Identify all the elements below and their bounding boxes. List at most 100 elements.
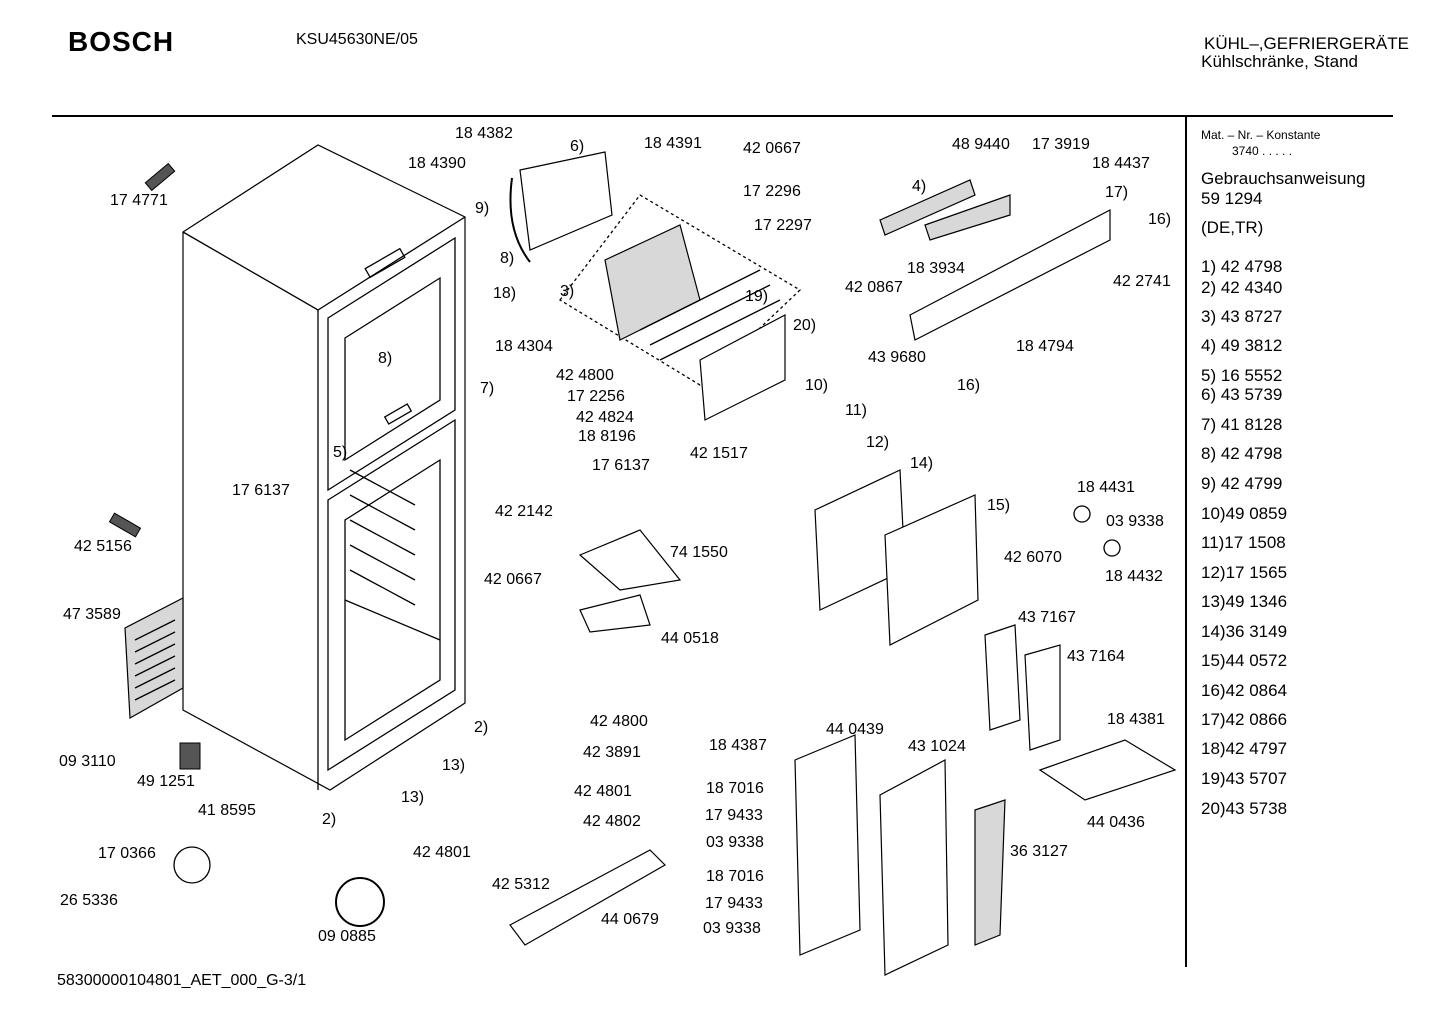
callout-19: 19) bbox=[745, 288, 769, 305]
power-cord bbox=[335, 877, 385, 927]
callout-420867: 42 0867 bbox=[845, 279, 903, 296]
callout-184432: 18 4432 bbox=[1105, 568, 1163, 585]
callout-184381: 18 4381 bbox=[1107, 711, 1165, 728]
callout-090885: 09 0885 bbox=[318, 928, 376, 945]
callout-11: 11) bbox=[845, 402, 867, 419]
callout-440439: 44 0439 bbox=[826, 721, 884, 738]
callout-039338a: 03 9338 bbox=[1106, 513, 1164, 530]
callout-424800b: 42 4800 bbox=[590, 713, 648, 730]
part-list-item: 16)42 0864 bbox=[1201, 681, 1288, 700]
mat-value: 3740 . . . . . bbox=[1232, 144, 1293, 158]
header-divider bbox=[52, 115, 1393, 117]
callout-440436: 44 0436 bbox=[1087, 814, 1145, 831]
cable bbox=[509, 177, 531, 263]
callout-425312: 42 5312 bbox=[492, 876, 550, 893]
callout-12: 12) bbox=[866, 434, 890, 451]
part-list-item: 11)17 1508 bbox=[1201, 533, 1286, 552]
callout-039338b: 03 9338 bbox=[706, 834, 764, 851]
part-list-item: 12)17 1565 bbox=[1201, 563, 1288, 582]
callout-184437: 18 4437 bbox=[1092, 155, 1150, 172]
callout-489440: 48 9440 bbox=[952, 136, 1010, 153]
callout-424824: 42 4824 bbox=[576, 409, 634, 426]
callout-2b: 2) bbox=[322, 811, 337, 828]
callout-422142: 42 2142 bbox=[495, 503, 553, 520]
callout-172296: 17 2296 bbox=[743, 183, 801, 200]
callout-176137a: 17 6137 bbox=[592, 457, 650, 474]
callout-093110: 09 3110 bbox=[59, 753, 116, 770]
callout-422741: 42 2741 bbox=[1113, 273, 1171, 290]
document-code: 58300000104801_AET_000_G-3/1 bbox=[57, 972, 307, 989]
callout-13a: 13) bbox=[442, 757, 466, 774]
callout-424802: 42 4802 bbox=[583, 813, 641, 830]
callout-418595: 41 8595 bbox=[198, 802, 256, 819]
callout-423891: 42 3891 bbox=[583, 744, 641, 761]
callout-431024: 43 1024 bbox=[908, 738, 966, 755]
bottle-holder-1 bbox=[984, 624, 1021, 731]
callout-437167: 43 7167 bbox=[1018, 609, 1076, 626]
callout-4: 4) bbox=[912, 178, 927, 195]
electronics-module bbox=[879, 179, 976, 236]
part-list-item: 3) 43 8727 bbox=[1201, 307, 1283, 326]
part-list-item: 2) 42 4340 bbox=[1201, 278, 1283, 297]
callout-473589: 47 3589 bbox=[63, 606, 121, 623]
callout-439680: 43 9680 bbox=[868, 349, 926, 366]
callout-265336: 26 5336 bbox=[60, 892, 118, 909]
clip-ring-2 bbox=[1103, 539, 1121, 557]
part-list-item: 17)42 0866 bbox=[1201, 710, 1288, 729]
callout-184304: 18 4304 bbox=[495, 338, 553, 355]
callout-20: 20) bbox=[793, 317, 817, 334]
callout-8a: 8) bbox=[500, 250, 515, 267]
brand-logo: BOSCH bbox=[68, 26, 175, 57]
control-panel-housing bbox=[909, 209, 1111, 341]
callout-491251: 49 1251 bbox=[137, 773, 195, 790]
callout-5: 5) bbox=[333, 444, 348, 461]
callout-420667: 42 0667 bbox=[743, 140, 801, 157]
callout-424801a: 42 4801 bbox=[413, 844, 471, 861]
callout-2a: 2) bbox=[474, 719, 489, 736]
top-cover bbox=[519, 151, 613, 251]
mat-header: Mat. – Nr. – Konstante bbox=[1201, 128, 1321, 142]
manual-number: 59 1294 bbox=[1201, 189, 1263, 208]
filter-cartridge bbox=[144, 162, 176, 192]
part-list-item: 6) 43 5739 bbox=[1201, 385, 1283, 404]
callout-179433b: 17 9433 bbox=[705, 895, 763, 912]
callout-179433a: 17 9433 bbox=[705, 807, 763, 824]
fridge-cabinet bbox=[182, 144, 466, 791]
condenser-grille bbox=[124, 597, 184, 719]
callout-13b: 13) bbox=[401, 789, 425, 806]
part-list-item: 10)49 0859 bbox=[1201, 504, 1288, 523]
callout-184794: 18 4794 bbox=[1016, 338, 1074, 355]
part-list-item: 4) 49 3812 bbox=[1201, 336, 1283, 355]
callout-187016a: 18 7016 bbox=[706, 780, 764, 797]
part-list-item: 5) 16 5552 bbox=[1201, 366, 1283, 385]
door-rack-right bbox=[879, 759, 949, 976]
callout-440679: 44 0679 bbox=[601, 911, 659, 928]
part-list-item: 7) 41 8128 bbox=[1201, 415, 1283, 434]
model-number: KSU45630NE/05 bbox=[296, 31, 418, 48]
callout-184387: 18 4387 bbox=[709, 737, 767, 754]
callout-184382: 18 4382 bbox=[455, 125, 513, 142]
callout-172297: 17 2297 bbox=[754, 217, 812, 234]
category-subtitle: Kühlschränke, Stand bbox=[1201, 52, 1358, 71]
bracket-upper bbox=[578, 529, 682, 591]
callout-18: 18) bbox=[493, 285, 517, 302]
callout-426070: 42 6070 bbox=[1004, 549, 1062, 566]
bracket-lower bbox=[579, 594, 651, 633]
relay-box bbox=[179, 742, 201, 770]
fan-blade bbox=[173, 846, 211, 884]
callout-16a: 16) bbox=[1148, 211, 1172, 228]
part-list-item: 1) 42 4798 bbox=[1201, 257, 1283, 276]
callout-172256: 17 2256 bbox=[567, 388, 625, 405]
rear-panel bbox=[884, 494, 979, 646]
callout-7: 7) bbox=[480, 380, 495, 397]
callout-10: 10) bbox=[805, 377, 829, 394]
callout-9: 9) bbox=[475, 200, 490, 217]
sliding-cover bbox=[974, 799, 1006, 946]
callout-16b: 16) bbox=[957, 377, 981, 394]
callout-170366: 17 0366 bbox=[98, 845, 156, 862]
callout-440518: 44 0518 bbox=[661, 630, 719, 647]
callout-741550: 74 1550 bbox=[670, 544, 728, 561]
door-shelf bbox=[509, 849, 666, 946]
callout-188196: 18 8196 bbox=[578, 428, 636, 445]
cover-panel bbox=[699, 314, 786, 421]
